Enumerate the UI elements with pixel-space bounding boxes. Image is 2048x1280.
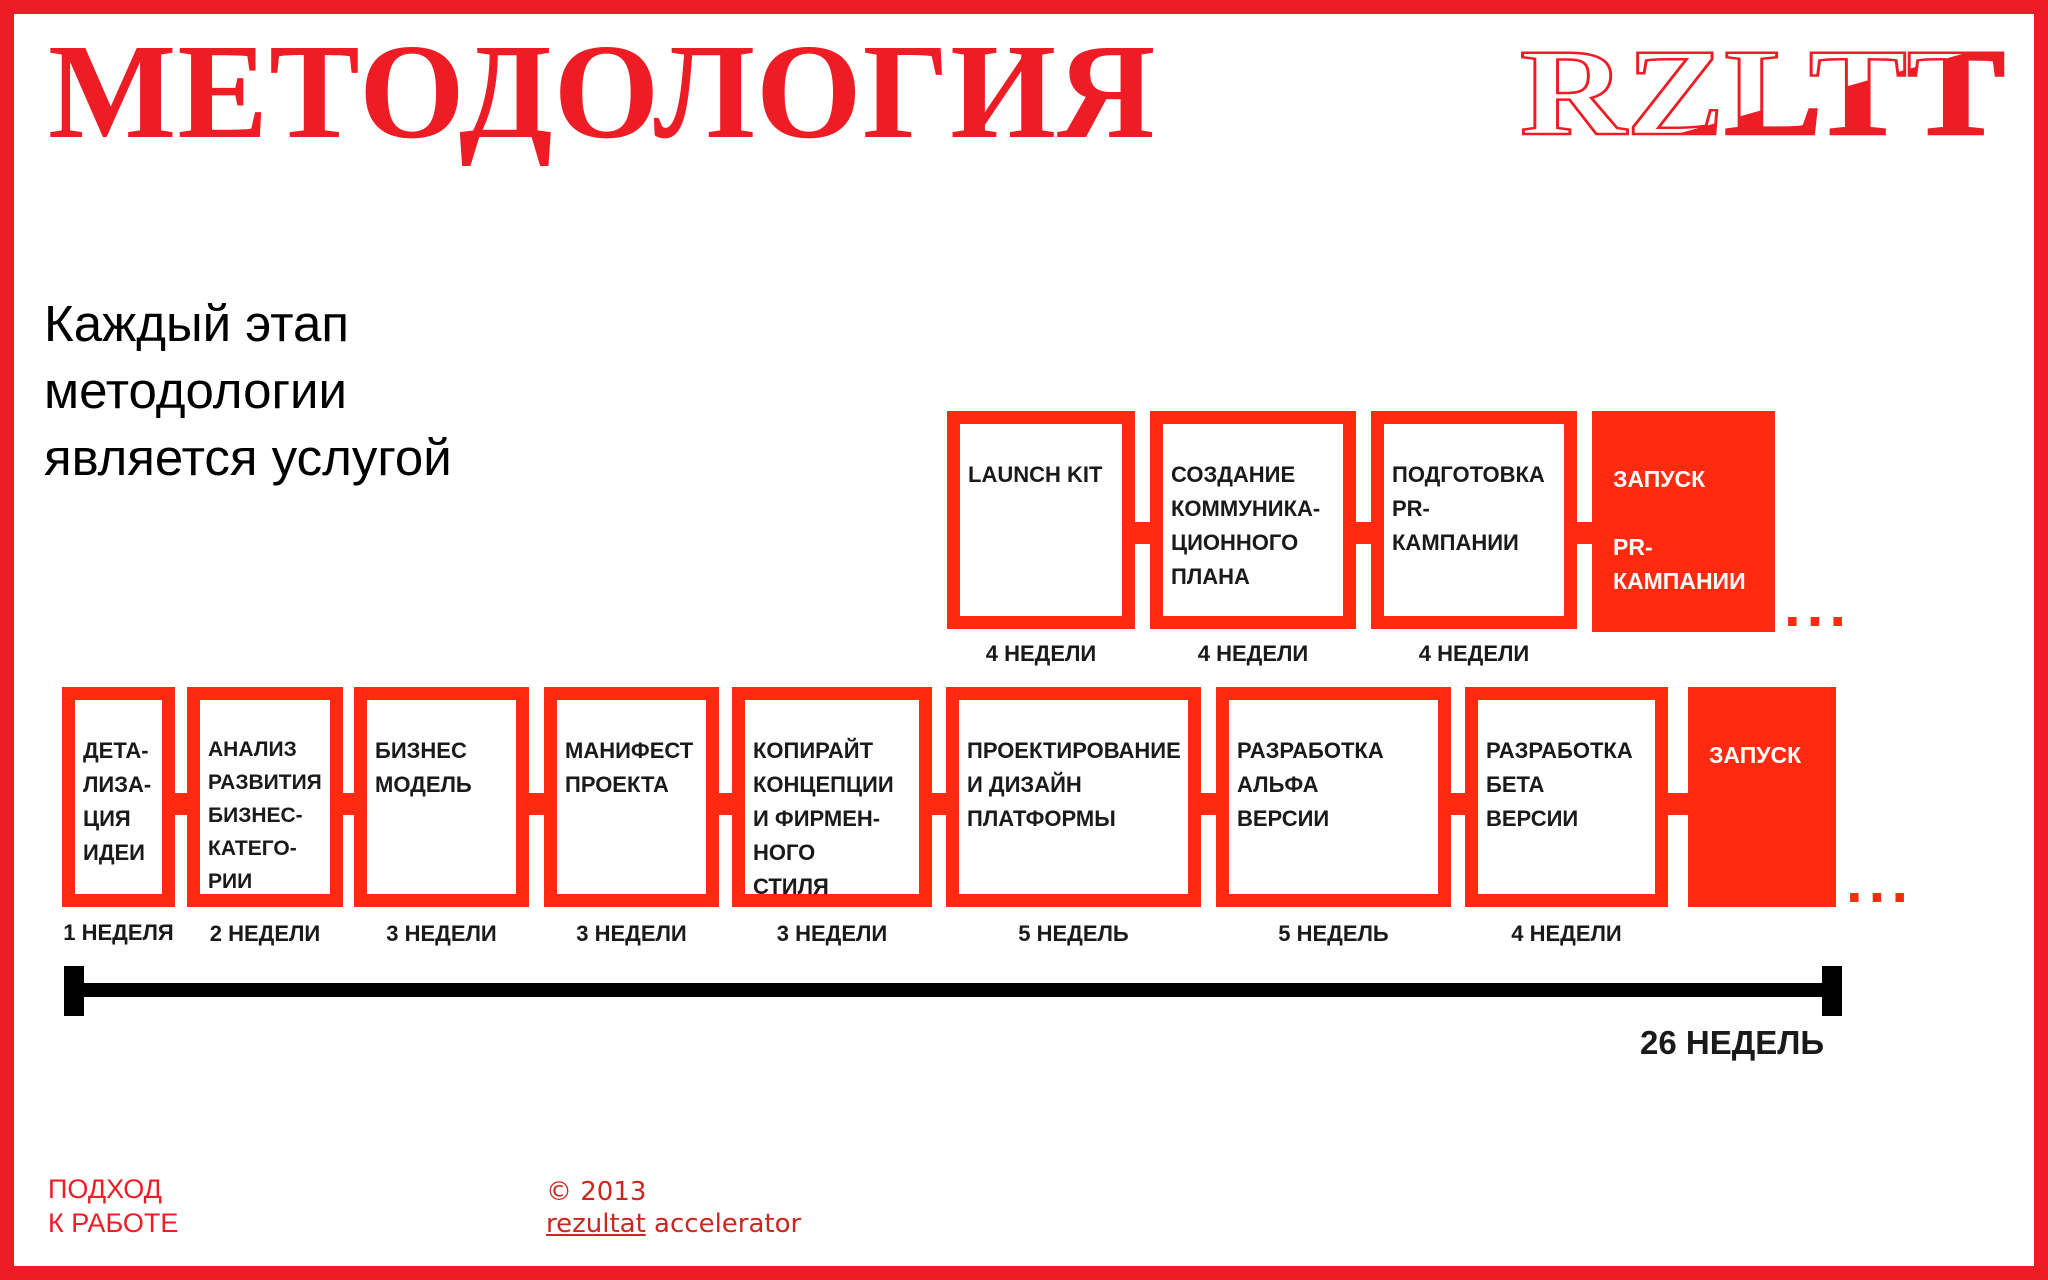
stage-duration: 4 НЕДЕЛИ (1197, 641, 1309, 666)
stage-label: КОПИРАЙТ КОНЦЕПЦИИ И ФИРМЕН- НОГО СТИЛЯ (753, 738, 894, 899)
stage-pr-launch: ЗАПУСК PR- КАМПАНИИ (1592, 411, 1775, 632)
stage-platform-design: ПРОЕКТИРОВАНИЕ И ДИЗАЙН ПЛАТФОРМЫ (946, 687, 1201, 907)
connector (1196, 793, 1221, 815)
stage-beta-development: РАЗРАБОТКА БЕТА ВЕРСИИ (1465, 687, 1668, 907)
stage-label: ПРОЕКТИРОВАНИЕ И ДИЗАЙН ПЛАТФОРМЫ (967, 738, 1181, 831)
stage-duration: 4 НЕДЕЛИ (1418, 641, 1530, 666)
timeline-total: 26 НЕДЕЛЬ (1640, 1024, 1825, 1061)
connector (1446, 793, 1471, 815)
stage-label: БИЗНЕС МОДЕЛЬ (375, 738, 472, 797)
stage-duration: 3 НЕДЕЛИ (386, 921, 497, 946)
stage-duration: 1 НЕДЕЛЯ (63, 920, 174, 945)
stage-label: ЗАПУСК (1613, 466, 1706, 492)
stage-label: МАНИФЕСТ ПРОЕКТА (565, 738, 694, 797)
timeline-end-cap (1822, 966, 1842, 1016)
stage-label: АНАЛИЗ РАЗВИТИЯ БИЗНЕС- КАТЕГО- РИИ И РЫ… (208, 738, 322, 893)
stage-duration: 5 НЕДЕЛЬ (1278, 921, 1389, 946)
stage-launch: ЗАПУСК (1688, 687, 1836, 907)
connector (1572, 522, 1597, 544)
stage-duration: 5 НЕДЕЛЬ (1018, 921, 1129, 946)
connector (927, 793, 952, 815)
stage-duration: 3 НЕДЕЛИ (776, 921, 888, 946)
stage-communication-plan: СОЗДАНИЕ КОММУНИКА- ЦИОННОГО ПЛАНА (1150, 411, 1356, 629)
stage-business-model: БИЗНЕС МОДЕЛЬ (354, 687, 529, 907)
section-label: ПОДХОД К РАБОТЕ (48, 1174, 179, 1238)
rzltt-logo: RZLTT RZLTT (1520, 23, 2005, 150)
stage-project-manifest: МАНИФЕСТ ПРОЕКТА (544, 687, 719, 907)
stage-label: СОЗДАНИЕ КОММУНИКА- ЦИОННОГО ПЛАНА (1171, 462, 1321, 589)
stage-label: РАЗРАБОТКА АЛЬФА ВЕРСИИ (1237, 738, 1384, 831)
stage-alpha-development: РАЗРАБОТКА АЛЬФА ВЕРСИИ (1216, 687, 1451, 907)
timeline-bar (64, 983, 1842, 997)
connector (1351, 522, 1376, 544)
copyright: © 2013 rezultat accelerator (546, 1176, 801, 1240)
stage-copywriting-brand: КОПИРАЙТ КОНЦЕПЦИИ И ФИРМЕН- НОГО СТИЛЯ (732, 687, 932, 907)
page-title: МЕТОДОЛОГИЯ (48, 17, 1157, 167)
connector (524, 793, 549, 815)
connector (1130, 522, 1155, 544)
company-suffix: accelerator (645, 1209, 802, 1239)
stage-duration: 4 НЕДЕЛИ (985, 641, 1097, 666)
copyright-year: © 2013 (546, 1177, 647, 1207)
stage-duration: 4 НЕДЕЛИ (1511, 921, 1622, 946)
svg-text:RZLTT: RZLTT (1520, 24, 2005, 150)
continuation-dots: ... (1784, 572, 1853, 639)
stage-label: ПОДГОТОВКА PR- КАМПАНИИ (1392, 462, 1545, 555)
stage-duration: 2 НЕДЕЛИ (209, 921, 321, 946)
stage-market-analysis: АНАЛИЗ РАЗВИТИЯ БИЗНЕС- КАТЕГО- РИИ И РЫ… (187, 687, 343, 907)
stage-idea-detailing: ДЕТА- ЛИЗА- ЦИЯ ИДЕИ (62, 687, 175, 907)
subtitle: Каждый этап методологии является услугой (44, 295, 452, 486)
stage-label: ЗАПУСК (1709, 742, 1802, 768)
continuation-dots: ... (1846, 848, 1915, 915)
stage-launch-kit: LAUNCH KIT (947, 411, 1135, 629)
stage-label: ДЕТА- ЛИЗА- ЦИЯ ИДЕИ (83, 738, 152, 865)
connector (1663, 793, 1693, 815)
stage-sublabel: PR- КАМПАНИИ (1613, 534, 1746, 594)
stage-label: РАЗРАБОТКА БЕТА ВЕРСИИ (1486, 738, 1633, 831)
stage-duration: 3 НЕДЕЛИ (576, 921, 687, 946)
company-link[interactable]: rezultat (546, 1209, 646, 1239)
timeline-start-cap (64, 966, 84, 1016)
stage-pr-preparation: ПОДГОТОВКА PR- КАМПАНИИ (1371, 411, 1577, 629)
stage-label: LAUNCH KIT (968, 462, 1103, 487)
